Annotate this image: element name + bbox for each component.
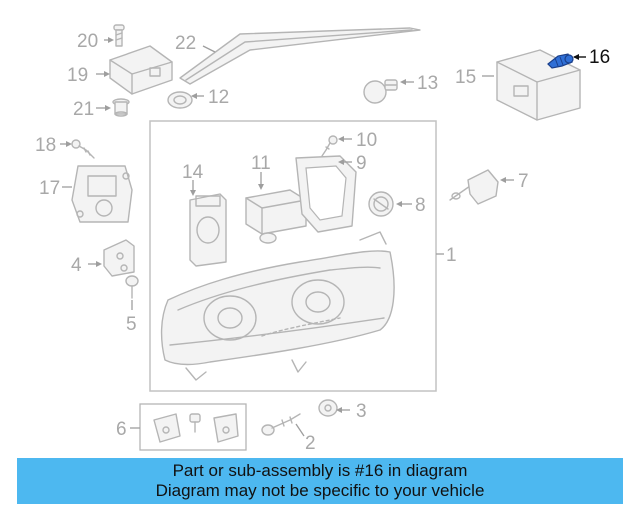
callout-15: 15: [455, 67, 476, 88]
part-12-cap[interactable]: [167, 91, 193, 109]
callout-4: 4: [71, 255, 82, 276]
info-banner: Part or sub-assembly is #16 in diagram D…: [17, 458, 623, 504]
banner-line-2: Diagram may not be specific to your vehi…: [155, 481, 485, 500]
callout-11: 11: [251, 153, 271, 174]
headlamp-assembly-frame: [149, 120, 437, 392]
part-9-bracket[interactable]: [295, 155, 357, 233]
callout-9: 9: [356, 153, 367, 174]
callout-13: 13: [417, 73, 438, 94]
part-4-bracket[interactable]: [103, 239, 135, 277]
callout-14: 14: [182, 162, 204, 183]
part-6-repair-kit[interactable]: [139, 403, 247, 451]
callout-19: 19: [67, 65, 88, 86]
part-22-trim-strip[interactable]: [179, 27, 421, 85]
callout-12: 12: [208, 87, 229, 108]
part-13-bulb[interactable]: [363, 79, 398, 104]
headlamp-body: [160, 231, 395, 381]
callout-17: 17: [39, 178, 60, 199]
banner-line-1: Part or sub-assembly is #16 in diagram: [172, 461, 468, 480]
callout-16: 16: [589, 47, 610, 68]
callout-10: 10: [356, 130, 377, 151]
callout-5: 5: [126, 314, 137, 335]
callout-8: 8: [415, 195, 426, 216]
part-18-bolt[interactable]: [71, 139, 95, 159]
part-16-screw[interactable]: [547, 53, 574, 69]
part-14-lamp-housing[interactable]: [189, 193, 227, 267]
callout-1: 1: [446, 245, 457, 266]
callout-7: 7: [518, 171, 529, 192]
callout-22: 22: [175, 33, 196, 54]
part-19-control-module[interactable]: [109, 45, 173, 95]
part-21-grommet[interactable]: [112, 98, 130, 117]
part-8-socket[interactable]: [368, 191, 394, 217]
callout-18: 18: [35, 135, 56, 156]
part-11-leveling-motor[interactable]: [245, 189, 307, 244]
callout-20: 20: [77, 31, 98, 52]
part-3-clip[interactable]: [318, 399, 338, 417]
part-17-led-module[interactable]: [71, 165, 133, 223]
part-20-bolt[interactable]: [113, 24, 125, 47]
part-2-bolt[interactable]: [261, 413, 301, 436]
part-10-screw[interactable]: [321, 135, 338, 157]
callout-21: 21: [73, 99, 94, 120]
callout-6: 6: [116, 419, 127, 440]
part-7-xenon-bulb[interactable]: [449, 169, 499, 205]
callout-3: 3: [356, 401, 367, 422]
part-15-ballast[interactable]: [496, 49, 581, 121]
callout-2: 2: [305, 433, 316, 454]
part-5-screw[interactable]: [125, 275, 139, 299]
